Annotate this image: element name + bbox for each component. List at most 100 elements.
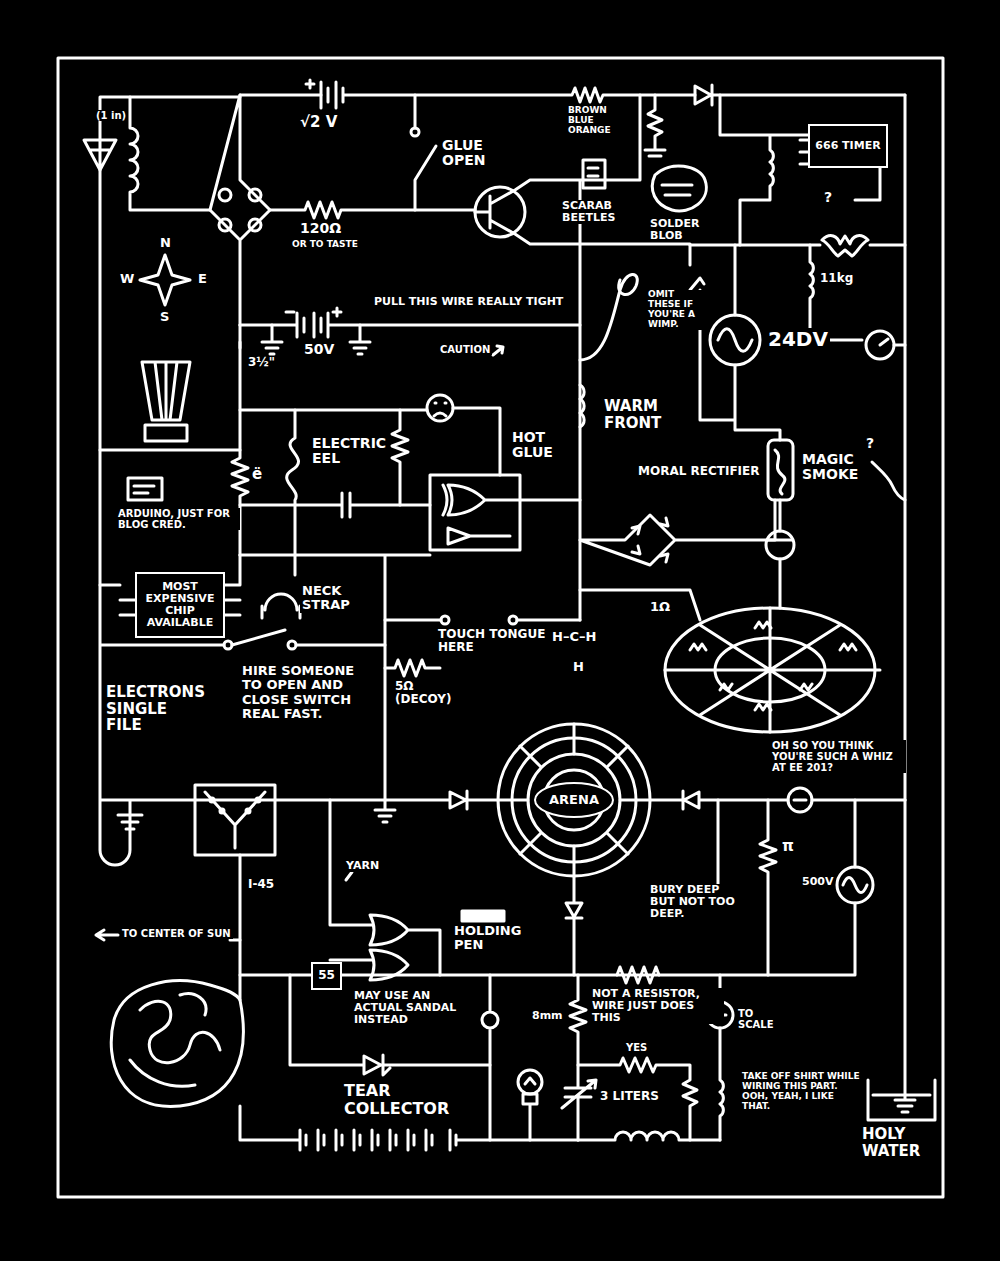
inductor-symbol	[578, 1132, 720, 1140]
annotation-label: 24DV	[766, 328, 830, 350]
frame	[58, 58, 943, 1197]
headphone-symbol	[262, 555, 300, 618]
annotation-label: ARDUINO, JUST FOR BLOG CRED.	[116, 508, 240, 530]
annotation-label: ELECTRONS SINGLE FILE	[104, 684, 204, 734]
annotation-label: I-45	[246, 878, 276, 891]
annotation-label: 8mm	[530, 1010, 565, 1022]
annotation-label: SCARAB BEETLES	[560, 200, 644, 224]
annotation-label: SOLDER BLOB	[648, 218, 712, 242]
annotation-label: YARN	[344, 860, 381, 872]
eel-symbol	[287, 410, 299, 555]
diode-symbol	[290, 975, 490, 1075]
lightbulb-symbol	[518, 1070, 542, 1094]
annotation-label: CAUTION	[438, 344, 492, 355]
annotation-label: 5Ω (DECOY)	[393, 680, 453, 706]
lamp-illustration	[142, 362, 190, 420]
antenna-symbol	[84, 97, 240, 170]
node-text: 666 TIMER	[815, 140, 880, 152]
annotation-label: TOUCH TONGUE HERE	[436, 628, 552, 654]
node-text: 55	[318, 969, 335, 982]
annotation-label: TEAR COLLECTOR	[342, 1082, 446, 1117]
annotation-label: ?	[822, 190, 834, 205]
node-text: ARENA	[549, 793, 599, 807]
annotation-label: TO CENTER OF SUN	[120, 928, 233, 939]
resistor-symbol	[392, 410, 408, 505]
annotation-label: BURY DEEP BUT NOT TOO DEEP.	[648, 884, 740, 920]
annotation-label: NECK STRAP	[300, 584, 364, 613]
annotation-label: 500V	[800, 876, 835, 888]
magic-smoke-tube	[768, 440, 793, 500]
annotation-label: ?	[864, 436, 876, 451]
node-text: MOST EXPENSIVE CHIP AVAILABLE	[142, 581, 218, 629]
diode-symbol	[695, 85, 712, 105]
resistor-symbol	[760, 800, 776, 975]
annotation-label: HOLDING PEN	[452, 924, 526, 953]
annotation-label: HOT GLUE	[510, 430, 574, 461]
annotation-label: HIRE SOMEONE TO OPEN AND CLOSE SWITCH RE…	[240, 664, 380, 721]
logic-gate-symbol	[370, 915, 440, 980]
arena-node: ARENA	[534, 782, 614, 818]
battery-symbol	[240, 313, 580, 337]
resistor-symbol	[385, 660, 440, 676]
arduino-icon	[128, 478, 162, 500]
switch-label: GLUE OPEN	[440, 138, 506, 169]
annotation-label: TAKE OFF SHIRT WHILE WIRING THIS PART. O…	[740, 1072, 862, 1112]
capacitor-symbol	[240, 493, 430, 517]
scarab-jar	[583, 160, 605, 188]
annotation-label: 1Ω	[648, 600, 672, 614]
annotation-label: OH SO YOU THINK YOU'RE SUCH A WHIZ AT EE…	[770, 740, 906, 773]
sandal-box: 55	[311, 962, 342, 990]
resistor-symbol	[578, 1058, 697, 1140]
y-chip	[195, 785, 275, 855]
annotation-label: MAGIC SMOKE	[800, 452, 866, 483]
note-label: OR TO TASTE	[290, 240, 360, 250]
annotation-label: N	[158, 236, 173, 250]
annotation-label: H	[571, 660, 586, 674]
annotation-label: 11kg	[818, 272, 855, 285]
resistor-value: 120Ω	[298, 221, 343, 236]
annotation-label: HOLY WATER	[860, 1126, 930, 1159]
bridge-rectifier	[580, 500, 775, 565]
solder-blob	[652, 166, 706, 211]
annotation-label: 3½"	[246, 356, 277, 369]
chip-box: MOST EXPENSIVE CHIP AVAILABLE	[135, 572, 225, 638]
frown-face	[427, 395, 453, 421]
wiring	[58, 58, 943, 1197]
diode-symbol	[385, 791, 498, 809]
annotation-label: H–C–H	[550, 630, 598, 644]
size-label: (1 in)	[94, 110, 128, 121]
annotation-label: PULL THIS WIRE REALLY TIGHT	[372, 296, 565, 308]
annotation-label: 3 LITERS	[598, 1090, 661, 1103]
battery-symbol	[306, 80, 343, 108]
bat-symbol	[822, 236, 868, 256]
annotation-label: ELECTRIC EEL	[310, 436, 389, 467]
ac-source-symbol	[837, 867, 873, 903]
annotation-label: π	[780, 838, 796, 855]
timer-chip: 666 TIMER	[808, 124, 888, 168]
annotation-label: 50V	[302, 342, 336, 357]
annotation-label: MORAL RECTIFIER	[636, 465, 762, 478]
annotation-label: MAY USE AN ACTUAL SANDAL INSTEAD	[352, 990, 478, 1026]
resistor-symbol	[270, 202, 475, 218]
annotation-label: E	[196, 272, 209, 286]
resistor-symbol	[617, 967, 659, 983]
annotation-label: ë	[250, 466, 264, 483]
annotation-label: OMIT THESE IF YOU'RE A WIMP.	[646, 290, 710, 330]
arena-illustration	[498, 724, 650, 876]
annotation-label: NOT A RESISTOR, WIRE JUST DOES THIS	[590, 988, 724, 1024]
inductor-symbol	[810, 245, 862, 340]
inductor-symbol	[580, 385, 584, 427]
voltage-label: √2 V	[298, 114, 339, 131]
annotation-label: YES	[624, 1042, 649, 1053]
annotation-label: S	[158, 310, 171, 324]
diode-symbol	[566, 876, 582, 975]
sandal-illustration	[111, 981, 243, 1107]
inductor-symbol	[130, 97, 210, 210]
logic-gate-box	[430, 475, 520, 550]
annotation-label: BROWN BLUE ORANGE	[566, 106, 628, 136]
compass-symbol	[140, 255, 190, 305]
annotation-label: W	[118, 272, 136, 286]
annotation-label: TO SCALE	[736, 1008, 786, 1030]
annotation-label: WARM FRONT	[602, 398, 686, 431]
